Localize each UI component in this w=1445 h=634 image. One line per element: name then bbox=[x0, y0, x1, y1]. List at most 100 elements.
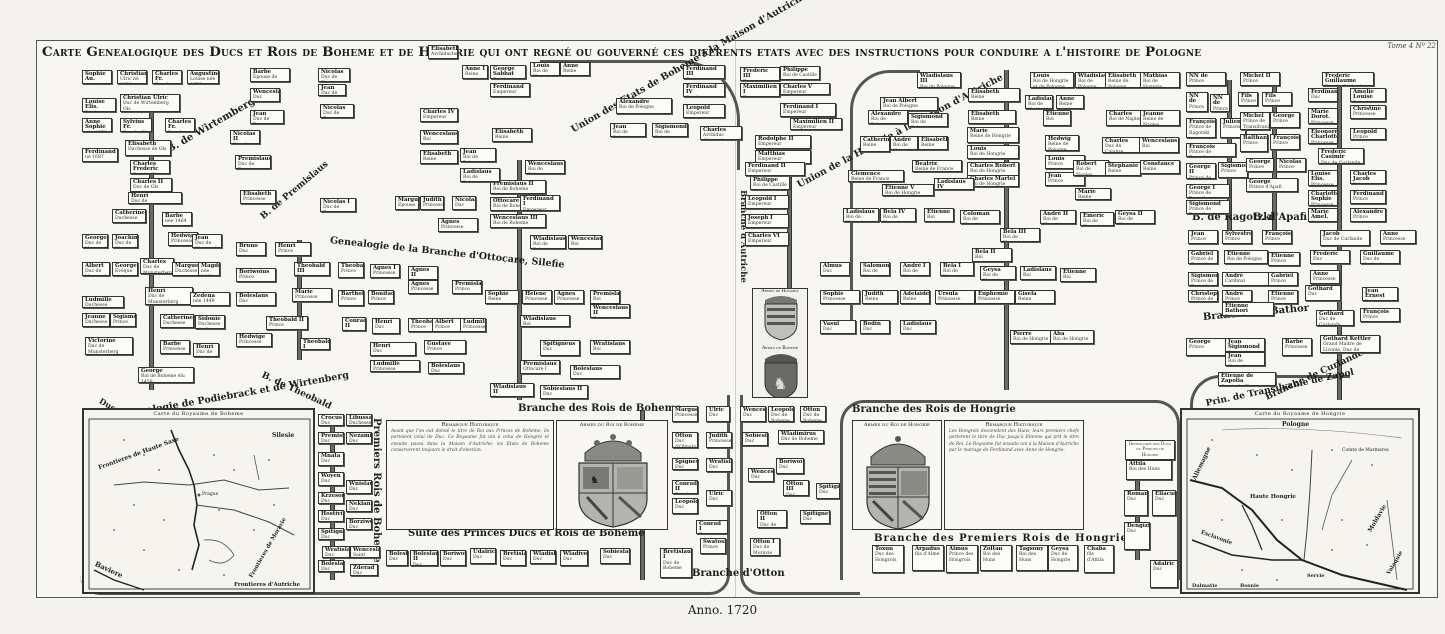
arms-small-boheme-label: Armes de Boheme bbox=[761, 346, 799, 351]
person-name: François bbox=[1265, 231, 1291, 237]
person-note: Duc bbox=[1153, 567, 1163, 573]
person-name: Marie Amel. bbox=[1311, 209, 1329, 221]
person-name: George bbox=[1249, 159, 1271, 165]
person-name: George bbox=[1273, 113, 1295, 119]
person-name: Anne bbox=[1059, 96, 1075, 102]
person-note: Roi bbox=[975, 255, 983, 261]
person-note: Duc bbox=[779, 465, 789, 471]
person-name: Etienne V bbox=[885, 185, 915, 191]
person-note: Duc bbox=[675, 505, 685, 511]
person-name: Boleslaus bbox=[573, 366, 603, 372]
map-hongrie: Carte du Royaume de Hongrie Pologne Alle… bbox=[1180, 408, 1420, 594]
person-name: Ursula bbox=[938, 291, 959, 297]
person-name: Almus bbox=[949, 546, 968, 552]
person-note: Princesse bbox=[1313, 277, 1336, 283]
person-note: Roi bbox=[1046, 117, 1054, 123]
person-note: Duc bbox=[455, 203, 465, 209]
person-note: Duc bbox=[786, 492, 796, 496]
person-name: Hedwig bbox=[1048, 136, 1071, 142]
person-name: Otton bbox=[803, 407, 821, 413]
label-apafi: B. d'Apafi bbox=[1253, 212, 1307, 223]
person-name: Theobald bbox=[411, 319, 438, 325]
person-name: André bbox=[893, 137, 912, 143]
person-name: Jean bbox=[613, 124, 627, 130]
person-note: Princesse bbox=[1311, 120, 1334, 124]
person-name: Arpadus bbox=[915, 546, 941, 552]
person-name: Stephanie bbox=[1108, 163, 1139, 169]
person-note: Princesse bbox=[1311, 182, 1334, 186]
person-name: Wratislaus bbox=[593, 341, 626, 347]
person-name: Elisabeth bbox=[423, 151, 452, 157]
person-note: Duc bbox=[709, 465, 719, 471]
person-name: Elisabeth bbox=[431, 46, 458, 52]
person-name: Barbe bbox=[165, 213, 184, 219]
person-note: Louise née 1656 bbox=[190, 77, 216, 83]
person-box: Marie Dorot.Princesse bbox=[1308, 108, 1338, 124]
person-name: Ferdinand III bbox=[686, 66, 717, 78]
person-note: Roi de Pologne bbox=[920, 84, 955, 88]
person-name: Frederic Guillaume bbox=[1325, 73, 1357, 85]
person-name: Louis bbox=[970, 146, 987, 152]
person-note: Roi de Hongrie bbox=[846, 215, 865, 221]
person-name: Premislaus bbox=[455, 281, 482, 287]
person-box: Louise Elis.Duchesse bbox=[82, 98, 116, 112]
person-note: Roi de Hongrie bbox=[970, 182, 1006, 187]
person-box: Sophie Au.gust. Prin. de bbox=[82, 70, 112, 84]
person-note: Cardinal bbox=[1225, 279, 1246, 285]
person-name: Augustine bbox=[190, 71, 219, 77]
person-name: Amelie Louise bbox=[1353, 89, 1374, 101]
person-note: Prince bbox=[1279, 165, 1295, 171]
person-name: Geysa bbox=[1051, 546, 1069, 552]
person-name: Ottocare bbox=[493, 198, 520, 204]
person-name: Tagsony bbox=[1019, 546, 1044, 552]
person-note: Duchesse de Saxe bbox=[198, 322, 221, 328]
person-note: Roi de Hongrie bbox=[1143, 79, 1163, 88]
person-name: Sigismond bbox=[1191, 273, 1217, 279]
person-name: Charles Frederic bbox=[133, 161, 159, 173]
person-name: Jean Sigismond bbox=[1228, 339, 1260, 351]
person-name: André bbox=[1225, 273, 1244, 279]
person-name: Attila bbox=[1129, 461, 1146, 467]
person-name: Charlotte Sophie bbox=[1311, 191, 1338, 203]
person-box: SpigneusDuc bbox=[672, 458, 698, 470]
person-name: Mnata bbox=[321, 453, 341, 459]
person-box: WnislausDuc bbox=[346, 480, 372, 494]
person-name: Catherine bbox=[863, 137, 890, 143]
person-note: Princesse bbox=[373, 367, 396, 372]
person-name: Theobald bbox=[341, 263, 364, 269]
person-name: Victorine bbox=[88, 338, 116, 344]
person-name: Etienne bbox=[1227, 251, 1251, 257]
person-note: Prince bbox=[1271, 297, 1287, 303]
person-note: Reine de Hongrie bbox=[970, 134, 1011, 140]
person-note: Duc bbox=[375, 325, 385, 331]
